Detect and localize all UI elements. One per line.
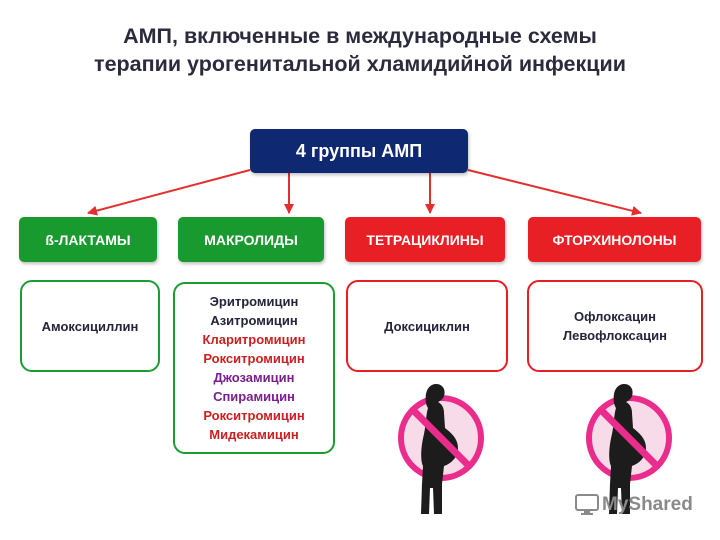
no-pregnancy-icon [398, 384, 484, 514]
drug-box-tetracyclines: Доксициклин [346, 280, 508, 372]
drug-box-macrolides: Эритромицин Азитромицин Кларитромицин Ро… [173, 282, 335, 454]
drug-item: Левофлоксацин [563, 328, 667, 343]
drug-item: Амоксициллин [41, 318, 139, 334]
category-fluoroquinolones: ФТОРХИНОЛОНЫ [528, 217, 701, 262]
root-node: 4 группы АМП [250, 129, 468, 173]
title-line-1: АМП, включенные в международные схемы [123, 24, 597, 48]
drug-item: Офлоксацин [574, 309, 656, 324]
watermark-text: MyShared [602, 494, 693, 515]
slide-title: АМП, включенные в международные схемы те… [0, 22, 720, 78]
drug-item: Доксициклин [384, 318, 470, 334]
drug-item: Спирамицин [213, 389, 295, 404]
category-tetracyclines: ТЕТРАЦИКЛИНЫ [345, 217, 505, 262]
category-beta-lactams: ß-ЛАКТАМЫ [19, 217, 157, 262]
drug-box-beta-lactams: Амоксициллин [20, 280, 160, 372]
drug-item: Азитромицин [210, 313, 298, 328]
no-pregnancy-icon [586, 384, 672, 514]
drug-item: Кларитромицин [202, 332, 306, 347]
arrow-to-fluoroquinolones [467, 169, 642, 216]
drug-item: Эритромицин [209, 294, 299, 309]
drug-item: Рокситромицин [203, 351, 305, 366]
arrow-to-beta-lactams [87, 169, 251, 216]
drug-item: Джозамицин [213, 370, 295, 385]
watermark: MyShared [575, 490, 693, 520]
drug-item: Рокситромицин [203, 408, 305, 423]
drug-box-fluoroquinolones: Офлоксацин Левофлоксацин [527, 280, 703, 372]
title-line-2: терапии урогенитальной хламидийной инфек… [94, 52, 626, 76]
category-macrolides: МАКРОЛИДЫ [178, 217, 324, 262]
monitor-icon [575, 494, 599, 515]
drug-item: Мидекамицин [209, 427, 299, 442]
